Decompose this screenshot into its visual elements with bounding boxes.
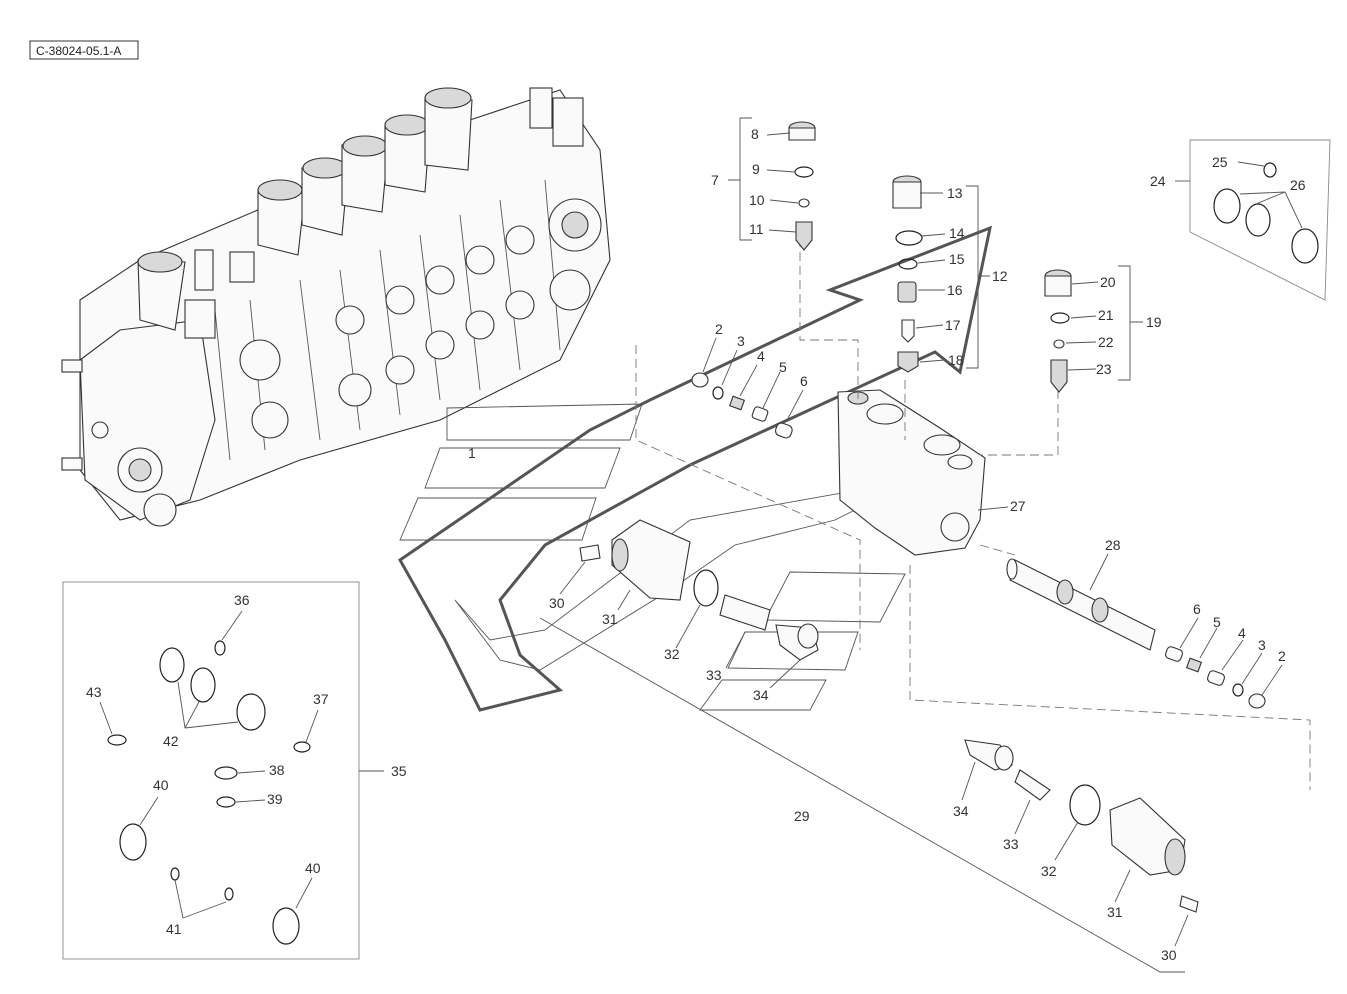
callout-7: 7 — [711, 172, 719, 188]
callout-22: 22 — [1098, 334, 1114, 350]
callout-34b: 34 — [953, 803, 969, 819]
relief-valve-parts-20-23 — [1044, 269, 1072, 393]
callout-40b: 40 — [305, 860, 321, 876]
callout-34a: 34 — [753, 687, 769, 703]
control-valve-assembly-illustration — [61, 87, 611, 527]
callout-4: 4 — [757, 348, 765, 364]
callout-28: 28 — [1105, 537, 1121, 553]
callout-17: 17 — [945, 317, 961, 333]
section-body-27 — [837, 389, 986, 556]
callout-41: 41 — [166, 921, 182, 937]
callout-6: 6 — [800, 373, 808, 389]
callout-38: 38 — [269, 762, 285, 778]
callout-4b: 4 — [1238, 625, 1246, 641]
callout-37: 37 — [313, 691, 329, 707]
callout-30a: 30 — [549, 595, 565, 611]
callout-25: 25 — [1212, 154, 1228, 170]
relief-valve-parts-8-11 — [788, 121, 816, 251]
callout-19: 19 — [1146, 314, 1162, 330]
callout-2: 2 — [715, 321, 723, 337]
callout-33a: 33 — [706, 667, 722, 683]
reference-code: C-38024-05.1-A — [36, 44, 121, 58]
callout-31b: 31 — [1107, 904, 1123, 920]
callout-27: 27 — [1010, 498, 1026, 514]
callout-32a: 32 — [664, 646, 680, 662]
assembly-center-lines — [635, 238, 1311, 790]
callout-15: 15 — [949, 251, 965, 267]
callout-42: 42 — [163, 733, 179, 749]
callout-14: 14 — [949, 225, 965, 241]
callout-29: 29 — [794, 808, 810, 824]
relief-valve-parts-13-18 — [892, 175, 923, 373]
cap-set-lower — [964, 739, 1199, 913]
callout-33b: 33 — [1003, 836, 1019, 852]
assembly-direction-arrow — [398, 225, 993, 712]
callout-5b: 5 — [1213, 614, 1221, 630]
callout-43: 43 — [86, 684, 102, 700]
callout-30b: 30 — [1161, 947, 1177, 963]
callout-36: 36 — [234, 592, 250, 608]
callout-20: 20 — [1100, 274, 1116, 290]
seal-kit-24 — [1189, 139, 1331, 301]
callout-13: 13 — [947, 185, 963, 201]
seal-kit-35 — [62, 581, 360, 960]
cap-set-upper — [579, 519, 819, 661]
callout-16: 16 — [947, 282, 963, 298]
callout-9: 9 — [752, 161, 760, 177]
parts-row-right-2-6 — [1165, 646, 1266, 709]
callout-31a: 31 — [602, 611, 618, 627]
spool-28 — [1006, 558, 1156, 651]
callout-40a: 40 — [153, 777, 169, 793]
callout-3b: 3 — [1258, 637, 1266, 653]
callout-11: 11 — [749, 221, 764, 237]
callout-32b: 32 — [1041, 863, 1057, 879]
callout-18: 18 — [948, 352, 964, 368]
reference-code-box: C-38024-05.1-A — [29, 40, 139, 60]
leader-lines — [99, 117, 1303, 973]
callout-10: 10 — [749, 192, 765, 208]
callout-3: 3 — [737, 333, 745, 349]
callout-12: 12 — [992, 268, 1008, 284]
callout-23: 23 — [1096, 361, 1112, 377]
callout-8: 8 — [751, 126, 759, 142]
callout-6b: 6 — [1193, 601, 1201, 617]
callout-1: 1 — [468, 445, 476, 461]
callout-26: 26 — [1290, 177, 1306, 193]
parts-row-left-2-6 — [691, 372, 793, 439]
callout-5: 5 — [779, 359, 787, 375]
callout-39: 39 — [267, 791, 283, 807]
callout-24: 24 — [1150, 173, 1166, 189]
callout-2b: 2 — [1278, 648, 1286, 664]
callout-35: 35 — [391, 763, 407, 779]
callout-21: 21 — [1098, 307, 1114, 323]
callout-labels: 1 2 3 4 5 6 7 8 9 10 11 12 13 14 15 16 1… — [86, 126, 1306, 963]
